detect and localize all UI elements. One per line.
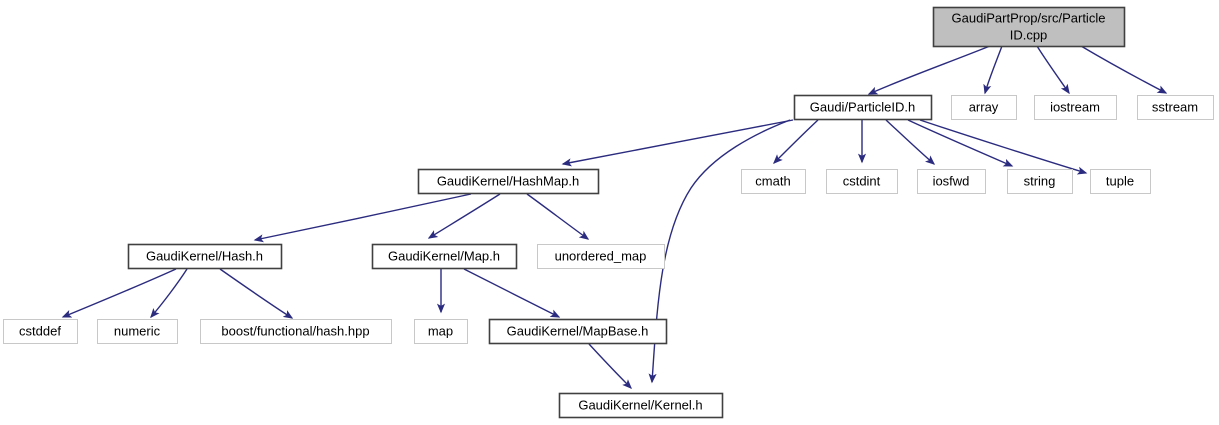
node-unordered[interactable]: unordered_map [537, 244, 665, 269]
node-box-hashmap[interactable] [417, 168, 600, 195]
node-box-root[interactable] [932, 6, 1126, 48]
node-box-sstream[interactable] [1137, 95, 1214, 120]
edge-particleid-to-tuple [919, 119, 1088, 175]
edge-particleid-to-cmath [773, 119, 819, 164]
edge-hashmap-to-map_h [427, 193, 501, 239]
node-iosfwd[interactable]: iosfwd [917, 169, 986, 194]
node-box-particleid[interactable] [793, 94, 933, 121]
node-box-unordered[interactable] [537, 244, 665, 269]
node-map[interactable]: map [414, 319, 468, 344]
node-string[interactable]: string [1007, 169, 1073, 194]
node-kernel[interactable]: GaudiKernel/Kernel.h [558, 392, 724, 419]
node-box-kernel[interactable] [558, 392, 724, 419]
node-box-boosthash[interactable] [200, 319, 392, 344]
node-layer: GaudiPartProp/src/ParticleID.cppGaudi/Pa… [3, 6, 1214, 419]
edge-hash-to-cstddef [61, 268, 177, 318]
edge-particleid-to-kernel [648, 119, 791, 384]
node-cmath[interactable]: cmath [741, 169, 806, 194]
edge-root-to-array [983, 45, 1003, 95]
edge-particleid-to-string [907, 119, 1014, 167]
node-map_h[interactable]: GaudiKernel/Map.h [371, 243, 518, 270]
node-box-numeric[interactable] [97, 319, 178, 344]
edge-hashmap-to-unordered [526, 193, 590, 240]
node-array[interactable]: array [951, 95, 1017, 120]
edge-map_h-to-mapbase [463, 268, 561, 318]
node-box-cstdint[interactable] [826, 169, 898, 194]
node-box-mapbase[interactable] [488, 318, 668, 345]
node-boosthash[interactable]: boost/functional/hash.hpp [200, 319, 392, 344]
node-cstdint[interactable]: cstdint [826, 169, 898, 194]
node-box-hash[interactable] [127, 243, 283, 270]
edge-layer [61, 45, 1168, 389]
node-box-map_h[interactable] [371, 243, 518, 270]
node-box-string[interactable] [1007, 169, 1073, 194]
edge-hash-to-boosthash [219, 268, 294, 319]
node-box-iosfwd[interactable] [917, 169, 986, 194]
node-box-map[interactable] [414, 319, 468, 344]
node-iostream[interactable]: iostream [1034, 95, 1117, 120]
edge-particleid-to-iosfwd [885, 119, 936, 165]
node-tuple[interactable]: tuple [1090, 169, 1151, 194]
edge-root-to-particleid [867, 45, 991, 95]
edge-root-to-iostream [1036, 45, 1070, 95]
node-box-cmath[interactable] [741, 169, 806, 194]
edge-hashmap-to-hash [253, 193, 472, 243]
node-box-cstddef[interactable] [3, 319, 78, 344]
node-root[interactable]: GaudiPartProp/src/ParticleID.cpp [932, 6, 1126, 48]
node-box-array[interactable] [951, 95, 1017, 120]
edge-mapbase-to-kernel [588, 343, 632, 389]
node-hash[interactable]: GaudiKernel/Hash.h [127, 243, 283, 270]
edge-particleid-to-hashmap [561, 119, 794, 167]
node-cstddef[interactable]: cstddef [3, 319, 78, 344]
node-box-tuple[interactable] [1090, 169, 1151, 194]
node-particleid[interactable]: Gaudi/ParticleID.h [793, 94, 933, 121]
node-box-iostream[interactable] [1034, 95, 1117, 120]
node-numeric[interactable]: numeric [97, 319, 178, 344]
node-sstream[interactable]: sstream [1137, 95, 1214, 120]
edge-hash-to-numeric [150, 268, 188, 319]
node-hashmap[interactable]: GaudiKernel/HashMap.h [417, 168, 600, 195]
edge-root-to-sstream [1080, 45, 1168, 94]
node-mapbase[interactable]: GaudiKernel/MapBase.h [488, 318, 668, 345]
